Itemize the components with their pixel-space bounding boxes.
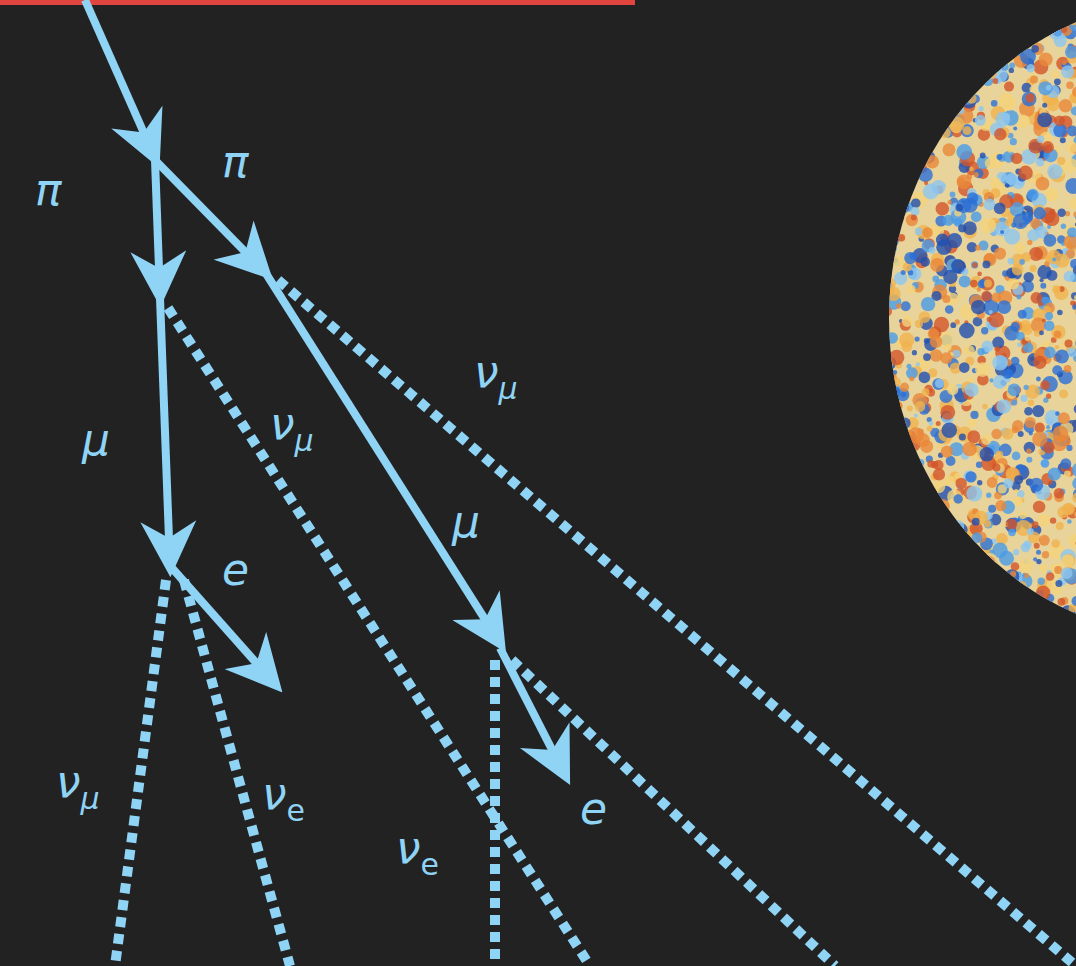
particle-label: e [580, 787, 607, 831]
red-bar [0, 0, 635, 5]
neutrino-tracks [115, 280, 1076, 966]
particle-label: π [222, 140, 249, 184]
particle-tracks [85, 0, 565, 775]
particle-label: μ [82, 418, 110, 462]
particle-label: νμ [56, 760, 100, 804]
particle-label: νe [396, 826, 439, 870]
particle-label: νe [262, 772, 305, 816]
particle-label: νμ [270, 402, 314, 446]
cmb-sphere [873, 0, 1076, 643]
particle-label: e [222, 548, 249, 592]
particle-label: π [35, 168, 62, 212]
particle-label: νμ [474, 350, 518, 394]
particle-label: μ [452, 500, 480, 544]
